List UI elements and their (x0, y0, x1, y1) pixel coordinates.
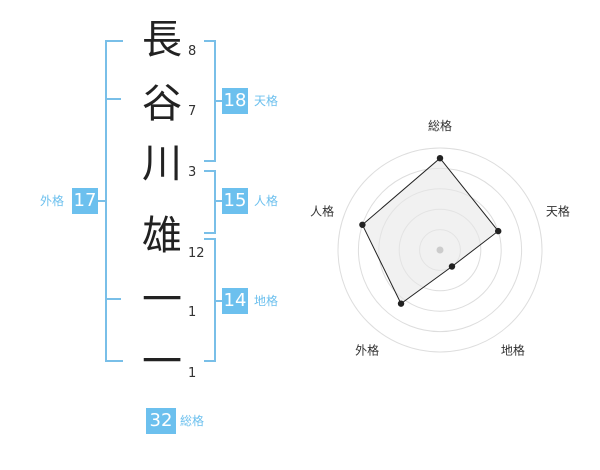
radar-axis-label-soukaku: 総格 (428, 118, 452, 133)
chikaku-label: 地格 (254, 294, 279, 308)
radar-center (436, 246, 444, 254)
bracket-tick (96, 200, 105, 202)
bracket-tick (214, 200, 222, 202)
name-char-1: 長 (142, 17, 182, 63)
fortune-radar-chart: 総格 天格 地格 外格 人格 (310, 118, 570, 357)
name-char-6: 一 (142, 339, 182, 385)
radar-grid-ring (337, 147, 543, 353)
radar-point (448, 263, 456, 270)
jinkaku-bracket (204, 170, 216, 234)
stroke-count-2: 7 (188, 104, 197, 119)
jinkaku-label: 人格 (254, 194, 279, 208)
name-char-3: 川 (142, 141, 182, 187)
stroke-count-6: 1 (188, 366, 197, 381)
bracket-tick (105, 98, 121, 100)
radar-point (397, 300, 405, 307)
stroke-count-3: 3 (188, 165, 197, 180)
radar-axis-label-chikaku: 地格 (501, 342, 525, 357)
radar-point (495, 227, 502, 235)
tenkaku-label: 天格 (254, 94, 279, 108)
stroke-count-1: 8 (188, 44, 197, 59)
soukaku-label: 総格 (180, 414, 205, 428)
bracket-tick (214, 300, 222, 302)
radar-area (361, 157, 499, 305)
soukaku-score-badge: 32 (146, 408, 176, 434)
name-char-4: 雄 (142, 213, 182, 259)
radar-axis-label-jinkaku: 人格 (310, 204, 334, 219)
radar-axis-label-gaikaku: 外格 (355, 342, 379, 357)
gaikaku-label: 外格 (40, 194, 65, 208)
radar-point (436, 155, 444, 162)
radar-point (359, 221, 366, 228)
chikaku-score-badge: 14 (222, 288, 248, 314)
name-char-2: 谷 (142, 81, 182, 127)
jinkaku-score-badge: 15 (222, 188, 248, 214)
stroke-count-4: 12 (188, 246, 205, 261)
tenkaku-score-badge: 18 (222, 88, 248, 114)
bracket-tick (214, 100, 222, 102)
radar-points (359, 155, 502, 307)
gaikaku-score-badge: 17 (72, 188, 98, 214)
stroke-count-5: 1 (188, 305, 197, 320)
gaikaku-bracket (105, 40, 123, 362)
name-char-5: 一 (142, 277, 182, 323)
bracket-tick (105, 298, 121, 300)
radar-axis-label-tenkaku: 天格 (546, 204, 570, 219)
